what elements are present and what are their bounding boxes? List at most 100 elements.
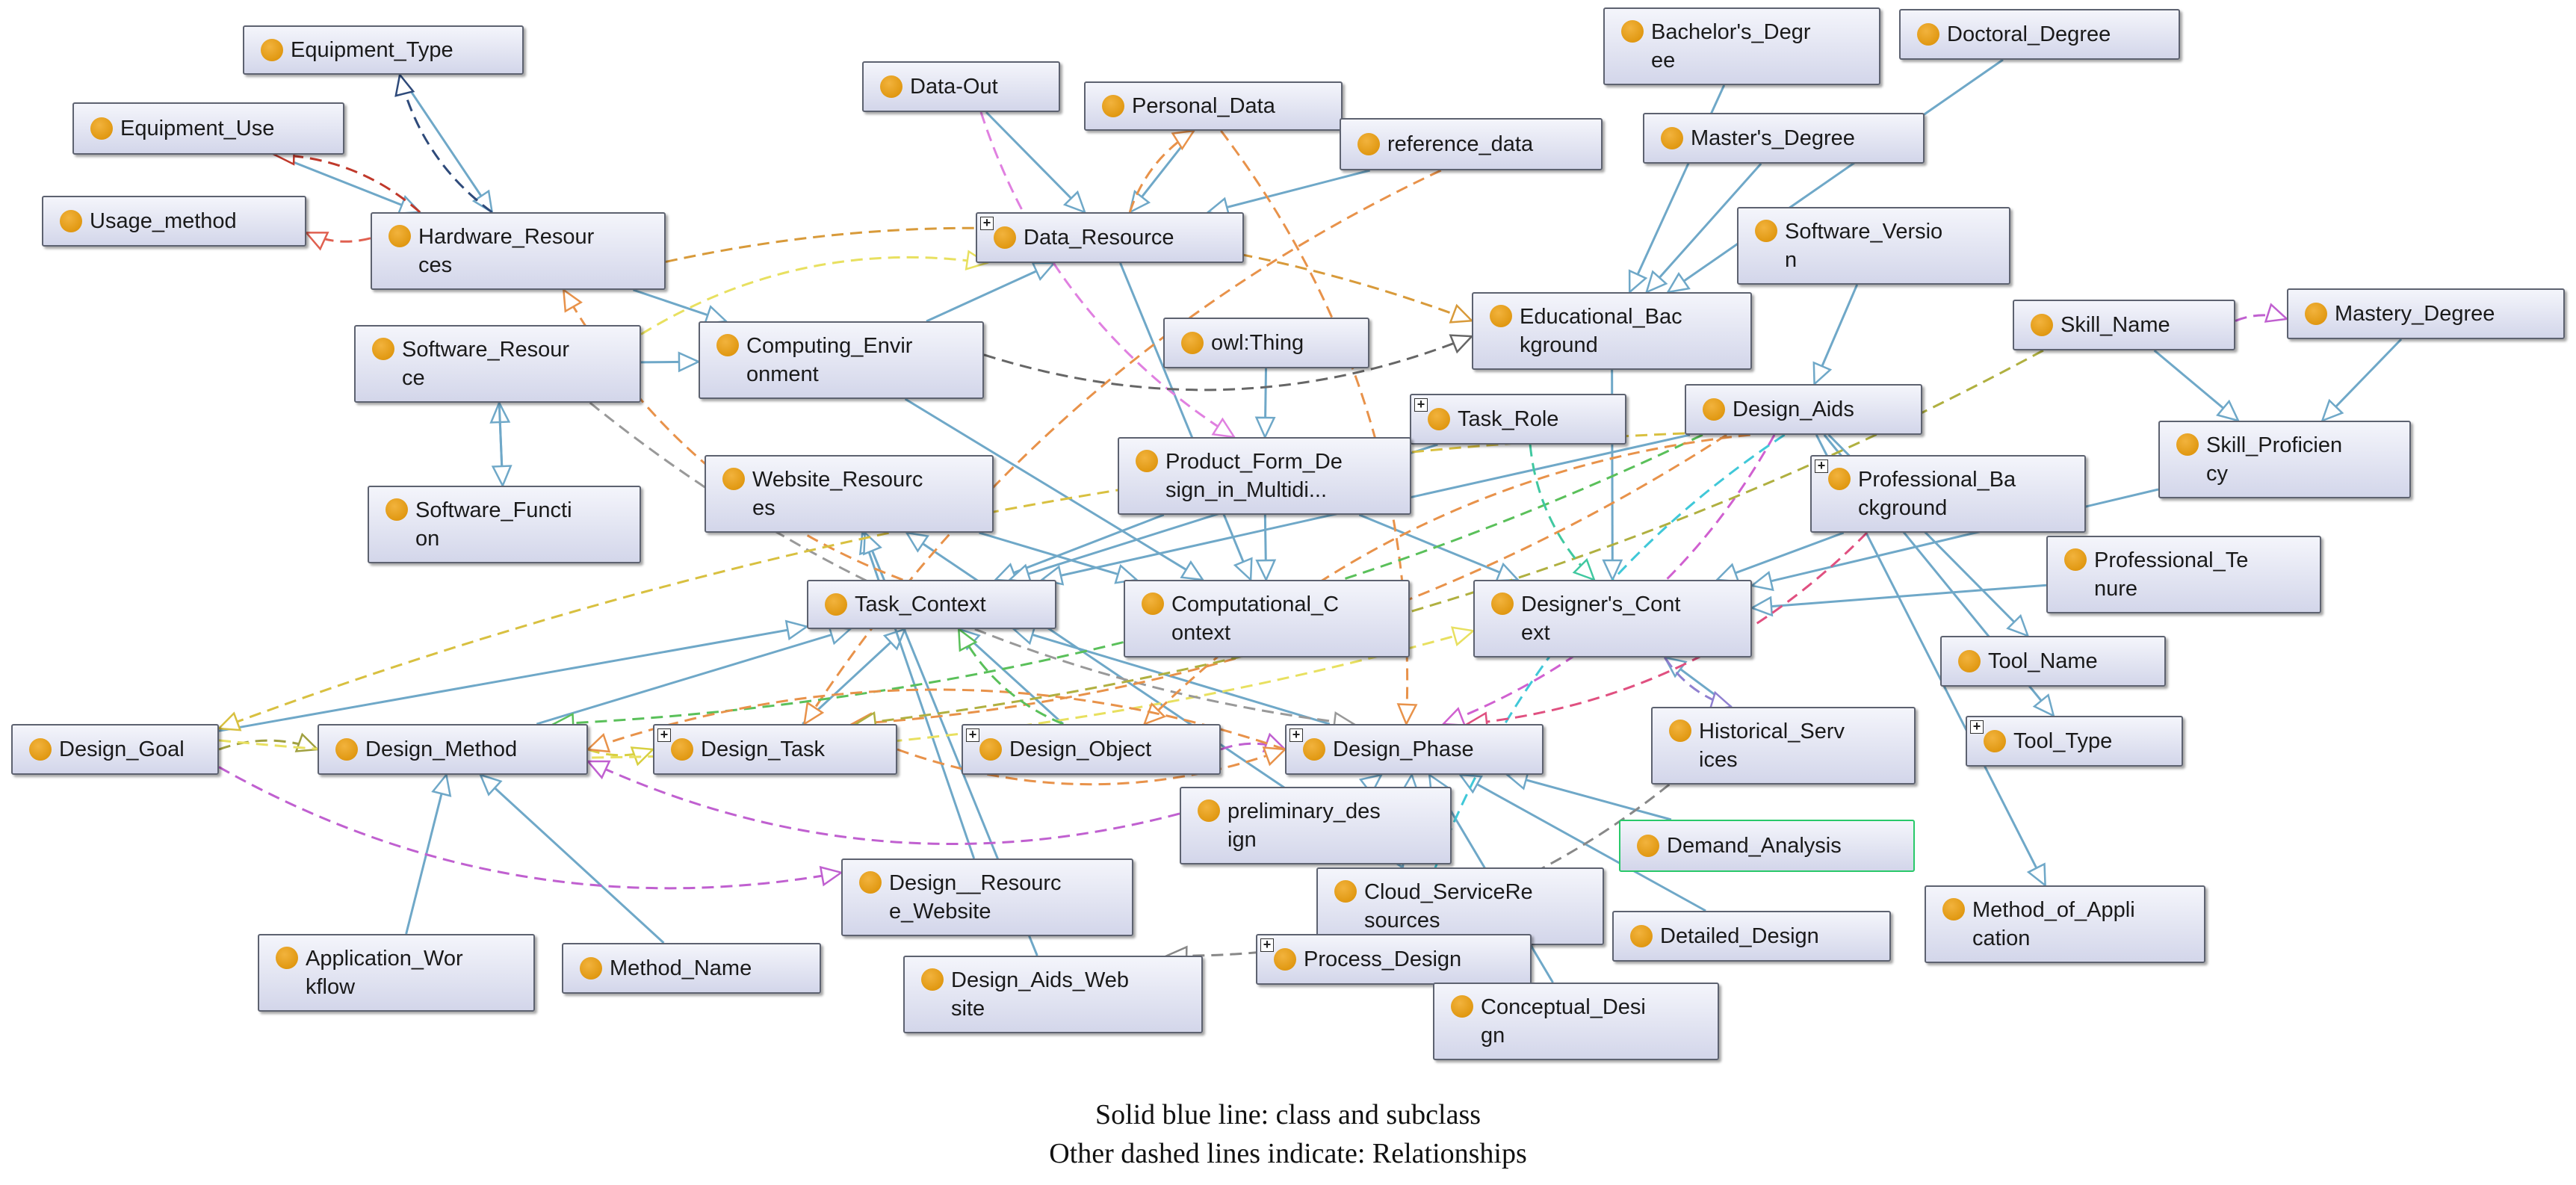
node-conceptual-design[interactable]: Conceptual_Desi gn (1433, 983, 1719, 1060)
node-label: Equipment_Use (120, 117, 275, 140)
relationship-edge (979, 111, 1236, 439)
edge-line (218, 739, 318, 751)
node-tool-type[interactable]: +Tool_Type (1966, 716, 2183, 767)
node-method-name[interactable]: Method_Name (562, 943, 821, 994)
relationship-edge (586, 760, 1180, 846)
class-icon (1428, 408, 1450, 430)
node-software-resource[interactable]: Software_Resour ce (354, 325, 641, 403)
expand-icon[interactable]: + (1815, 459, 1828, 473)
class-icon (1198, 799, 1220, 822)
node-software-version[interactable]: Software_Versio n (1737, 207, 2010, 285)
expand-icon[interactable]: + (657, 728, 671, 742)
arrowhead-icon (1458, 773, 1484, 794)
arrowhead-icon (1750, 570, 1774, 592)
node-product-form-design[interactable]: Product_Form_De sign_in_Multidi... (1118, 437, 1411, 515)
node-professional-tenure[interactable]: Professional_Te nure (2046, 536, 2321, 613)
node-professional-background[interactable]: + Professional_Ba ckground (1810, 455, 2086, 533)
subclass-edge (2320, 338, 2403, 423)
node-software-function[interactable]: Software_Functi on (368, 486, 641, 563)
node-cloud-service-resources[interactable]: Cloud_ServiceRe sources (1316, 867, 1604, 945)
node-design-aids-website[interactable]: Design_Aids_Web site (903, 956, 1203, 1033)
node-computing-environment[interactable]: Computing_Envir onment (699, 321, 984, 399)
node-skill-proficiency[interactable]: Skill_Proficien cy (2158, 421, 2411, 498)
edge-line (1716, 531, 1845, 581)
node-data-resource[interactable]: + Data_Resource (976, 212, 1244, 263)
node-historical-services[interactable]: Historical_Serv ices (1651, 707, 1916, 785)
edge-line (1220, 130, 1409, 725)
node-masters-degree[interactable]: Master's_Degree (1643, 113, 1925, 164)
node-data-out[interactable]: Data-Out (862, 61, 1060, 112)
arrowhead-icon (304, 232, 329, 251)
node-method-of-application[interactable]: Method_of_Appli cation (1925, 885, 2205, 963)
node-hardware-resources[interactable]: Hardware_Resour ces (371, 212, 666, 290)
arrowhead-icon (1644, 270, 1668, 294)
node-task-role[interactable]: +Task_Role (1410, 394, 1626, 445)
expand-icon[interactable]: + (1289, 728, 1303, 742)
subclass-edge (2153, 349, 2241, 422)
node-demand-analysis[interactable]: Demand_Analysis (1619, 820, 1915, 872)
node-design-phase[interactable]: +Design_Phase (1285, 724, 1544, 775)
arrowhead-icon (471, 189, 494, 214)
node-equipment-use[interactable]: Equipment_Use (72, 102, 344, 155)
node-preliminary-design[interactable]: preliminary_des ign (1180, 787, 1452, 864)
arrowhead-icon (882, 627, 907, 651)
node-designers-context[interactable]: Designer's_Cont ext (1473, 580, 1752, 658)
subclass-edge (904, 397, 1205, 581)
node-design-object[interactable]: +Design_Object (962, 724, 1221, 775)
class-icon (671, 738, 693, 761)
edge-line (640, 256, 987, 335)
node-bachelors-degree[interactable]: Bachelor's_Degr ee (1603, 7, 1880, 85)
expand-icon[interactable]: + (1260, 938, 1274, 952)
edge-line (1751, 488, 2159, 587)
subclass-edge (536, 625, 852, 725)
node-personal-data[interactable]: Personal_Data (1084, 81, 1343, 131)
class-icon (979, 738, 1002, 761)
node-mastery-degree[interactable]: Mastery_Degree (2287, 288, 2565, 339)
node-design-resource-website[interactable]: Design__Resourc e_Website (841, 858, 1133, 936)
subclass-edge (1715, 531, 1845, 583)
node-design-method[interactable]: Design_Method (318, 724, 588, 775)
expand-icon[interactable]: + (980, 216, 994, 230)
node-doctoral-degree[interactable]: Doctoral_Degree (1899, 9, 2180, 60)
node-design-goal[interactable]: Design_Goal (11, 724, 219, 775)
node-website-resources[interactable]: Website_Resourc es (705, 455, 994, 533)
node-task-context[interactable]: Task_Context (807, 580, 1056, 629)
relationship-edge (983, 334, 1474, 392)
class-icon (1630, 925, 1653, 947)
node-process-design[interactable]: +Process_Design (1256, 934, 1532, 985)
node-application-workflow[interactable]: Application_Wor kflow (258, 934, 535, 1012)
subclass-edge (1119, 262, 1253, 582)
arrowhead-icon (1812, 361, 1833, 386)
subclass-edge (1644, 163, 1762, 294)
node-label: Equipment_Type (291, 38, 453, 62)
subclass-edge (1750, 488, 2159, 592)
node-educational-background[interactable]: Educational_Bac kground (1472, 292, 1752, 370)
node-reference-data[interactable]: reference_data (1340, 118, 1603, 170)
node-design-aids[interactable]: Design_Aids (1685, 384, 1922, 435)
ontology-graph: Equipment_Type Equipment_Use Usage_metho… (11, 7, 2565, 1060)
node-owl-thing[interactable]: owl:Thing (1163, 318, 1369, 368)
node-label: Data_Resource (1024, 226, 1174, 250)
class-icon (1958, 650, 1981, 672)
node-label: Tool_Name (1988, 649, 2098, 673)
node-detailed-design[interactable]: Detailed_Design (1612, 911, 1891, 962)
arrowhead-icon (1396, 703, 1418, 726)
node-label: Professional_Ba ckground (1858, 468, 2016, 520)
node-equipment-type[interactable]: Equipment_Type (243, 25, 524, 75)
class-icon (1490, 305, 1512, 327)
node-tool-name[interactable]: Tool_Name (1940, 636, 2166, 687)
node-skill-name[interactable]: Skill_Name (2013, 300, 2235, 350)
arrowhead-icon (491, 465, 513, 488)
class-icon (261, 39, 283, 61)
edge-line (985, 111, 1086, 214)
expand-icon[interactable]: + (966, 728, 979, 742)
node-label: reference_data (1387, 132, 1534, 156)
node-design-task[interactable]: +Design_Task (653, 724, 897, 775)
node-computational-context[interactable]: Computational_C ontext (1124, 580, 1410, 658)
expand-icon[interactable]: + (1970, 720, 1984, 734)
node-label: Product_Form_De sign_in_Multidi... (1165, 450, 1343, 502)
edge-line (855, 349, 2044, 725)
node-usage-method[interactable]: Usage_method (42, 196, 306, 247)
subclass-edge (1254, 368, 1276, 439)
expand-icon[interactable]: + (1414, 397, 1428, 412)
